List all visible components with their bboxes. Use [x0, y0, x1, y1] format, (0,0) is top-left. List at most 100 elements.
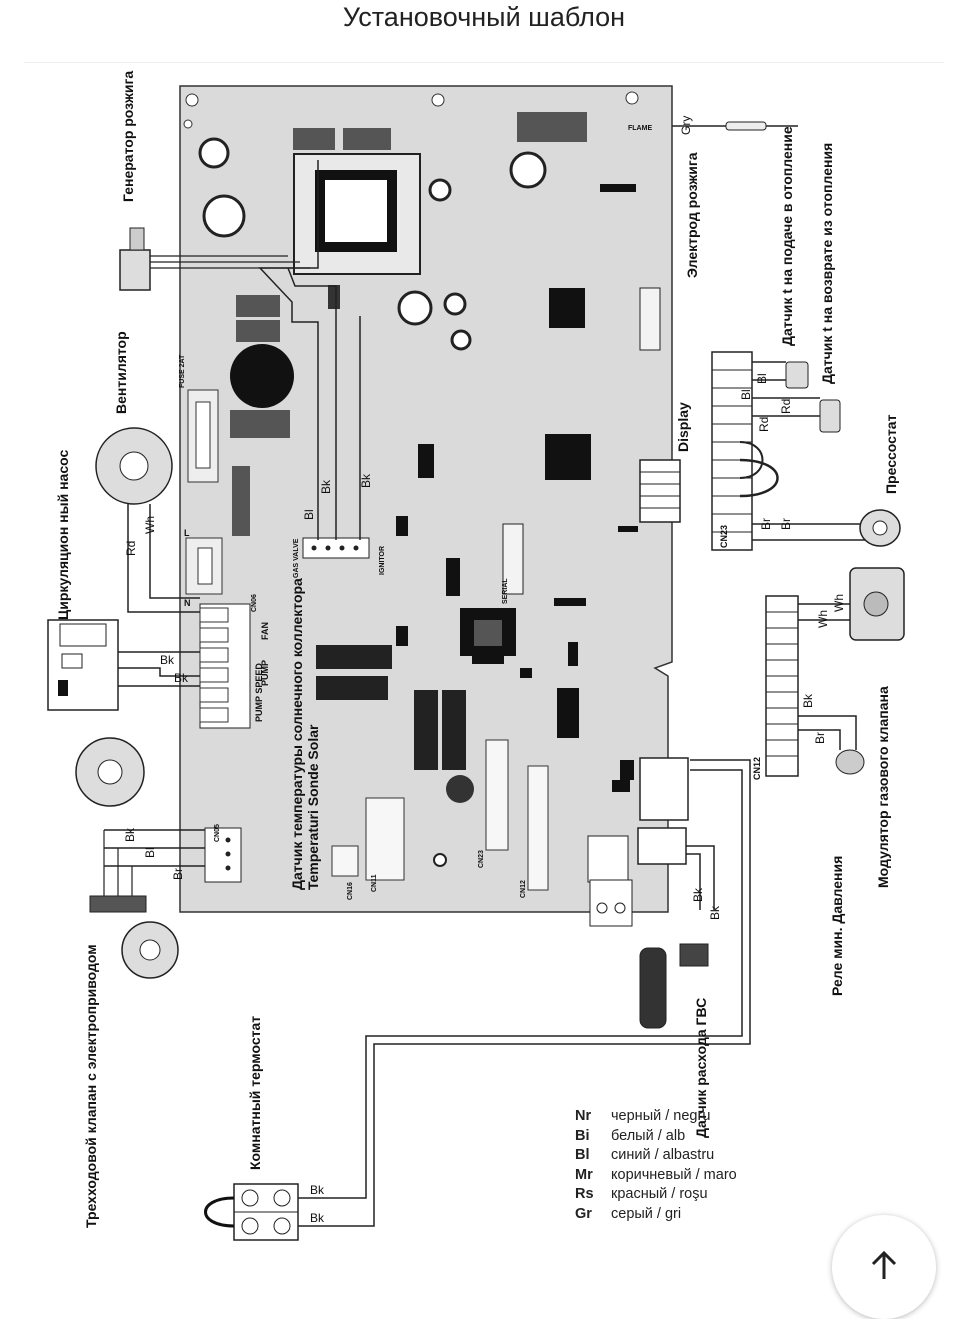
fan-label: Вентилятор — [113, 331, 129, 414]
ignitor-wire-bk: Bk — [359, 473, 373, 488]
mains-n-mark: N — [184, 598, 191, 608]
pressostat-wire-br-1: Br — [759, 518, 773, 530]
cn12-mark: CN12 — [752, 757, 762, 780]
pressostat-label: Прессостат — [883, 414, 899, 494]
ignitor-mark: IGNITOR — [379, 546, 386, 575]
return-sensor-wire-rd-1: Rd — [779, 399, 793, 414]
return-sensor — [819, 399, 841, 433]
ignition-electrode: FLAME Gry Электрод розжига — [628, 116, 798, 278]
solar-sensor-label: Датчик температуры солнечного коллектора — [289, 578, 305, 890]
display-label: Display — [675, 402, 691, 452]
gas-valve-mark: GAS VALVE — [293, 538, 300, 578]
flame-mark: FLAME — [628, 125, 652, 132]
room-thermostat-terminal — [204, 1183, 299, 1241]
display-connector — [639, 459, 681, 523]
modulator-wire-wh-2: Wh — [832, 594, 846, 612]
legend-row: Gr серый / gri — [575, 1206, 737, 1226]
legend-text: синий / albastru — [611, 1147, 715, 1163]
solar-sensor-label-2: Temperaturi Sonde Solar — [305, 724, 321, 890]
pump-wire-bk-2: Bk — [174, 671, 189, 685]
legend-code: Mr — [575, 1166, 593, 1183]
legend-row: Bl синий / albastru — [575, 1147, 737, 1167]
page-title: Установочный шаблон — [342, 2, 626, 32]
legend-row: Mr коричневый / maro — [575, 1167, 737, 1187]
cn23-mark: CN23 — [719, 525, 729, 548]
thermostat-wire-bk-1: Bk — [310, 1183, 325, 1197]
pump-mark: PUMP — [260, 660, 270, 686]
fan-pump-connector: CN06 FAN PUMP PUMP SPEED — [199, 594, 270, 729]
wiring-diagram: FUSE 2AT L N CN06 FAN PUMP PUMP SPEED CN… — [47, 71, 905, 1241]
scroll-to-top-button[interactable] — [832, 1215, 936, 1319]
flow-sensor — [785, 361, 809, 389]
cn16-mark: CN16 — [347, 882, 354, 900]
cn-pump-mark: CN06 — [251, 594, 258, 612]
legend-code: Rs — [575, 1186, 594, 1202]
gas-valve-wire-bk: Bk — [319, 479, 333, 494]
cn12-connector: CN12 — [752, 595, 799, 780]
ignition-generator-label: Генератор розжига — [120, 71, 136, 202]
fan-wire-wh: Wh — [143, 516, 157, 534]
cn12-board-mark: CN12 — [520, 880, 527, 898]
legend-row: Bi белый / alb — [575, 1128, 737, 1148]
fan-mark: FAN — [260, 622, 270, 640]
flow-sensor-wire-bl-1: Bl — [755, 373, 769, 384]
return-sensor-label: Датчик t на возврате из отопления — [819, 143, 835, 384]
legend-code: Gr — [575, 1205, 592, 1222]
legend-code: Bl — [575, 1147, 590, 1163]
dhw-wire-bk-1: Bk — [691, 887, 705, 902]
flow-sensor-wire-bl-2: Bl — [739, 389, 753, 400]
valve-wire-bk: Bk — [123, 827, 137, 842]
pump-wire-bk-1: Bk — [160, 653, 175, 667]
cn-valve-mark: CN05 — [214, 824, 221, 842]
valve-wire-bl: Bl — [143, 847, 157, 858]
legend-row: Nr черный / negru — [575, 1108, 737, 1128]
gas-valve-modulator — [849, 567, 905, 641]
min-pressure-relay-label: Реле мин. Давления — [829, 856, 845, 996]
flow-sensor-label: Датчик t на подаче в отопление — [779, 126, 795, 346]
modulator-wire-wh-1: Wh — [816, 610, 830, 628]
serial-mark: SERIAL — [502, 578, 509, 604]
legend-text: черный / negru — [611, 1108, 711, 1124]
color-legend: Nr черный / negru Bi белый / alb Bl синий /… — [575, 1108, 737, 1225]
legend-code: Bi — [575, 1127, 590, 1144]
valve-connector: CN05 — [204, 824, 242, 883]
legend-text: белый / alb — [611, 1127, 686, 1144]
legend-text: красный / roşu — [611, 1186, 708, 1202]
valve-wire-br: Br — [171, 868, 185, 880]
legend-row: Rs красный / roşu — [575, 1186, 737, 1206]
gas-valve-connector: GAS VALVE IGNITOR — [293, 537, 386, 578]
min-pressure-wire-bk: Bk — [801, 693, 815, 708]
three-way-valve-label: Трехходовой клапан с электроприводом — [83, 944, 99, 1228]
room-thermostat-label: Комнатный термостат — [247, 1016, 263, 1170]
cn11-connector: CN11 — [365, 797, 405, 892]
legend-code: Nr — [575, 1108, 592, 1124]
fan — [95, 427, 173, 505]
fuse-mark: FUSE 2AT — [179, 354, 186, 388]
legend-text: серый / gri — [611, 1205, 682, 1222]
pump-speed-mark: PUMP SPEED — [254, 663, 264, 722]
thermostat-wire-bk-2: Bk — [310, 1211, 325, 1225]
ignition-generator — [119, 227, 151, 291]
three-way-valve — [89, 895, 179, 979]
fan-wire-rd: Rd — [124, 541, 138, 556]
min-pressure-wire-br: Br — [813, 732, 827, 744]
cn23-connector: CN23 — [711, 351, 779, 551]
legend-text: коричневый / maro — [611, 1166, 737, 1183]
arrow-up-icon — [871, 1250, 897, 1279]
circulation-pump-label: Циркуляцион ный насос — [55, 450, 71, 620]
min-pressure-relay — [835, 749, 865, 775]
dhw-flow-sensor — [639, 943, 709, 1029]
gas-modulator-label: Модулятор газового клапана — [875, 686, 891, 888]
pressostat-wire-br-2: Br — [779, 518, 793, 530]
pump-motor — [75, 737, 145, 807]
pressostat — [859, 509, 901, 547]
mains-l-mark: L — [184, 528, 190, 538]
flame-wire-gry: Gry — [679, 116, 693, 135]
cn11-mark: CN11 — [371, 874, 378, 892]
cn23-board-mark: CN23 — [478, 850, 485, 868]
control-board: FUSE 2AT L N CN06 FAN PUMP PUMP SPEED CN… — [150, 85, 689, 927]
circulation-pump-connector — [47, 619, 119, 711]
dhw-wire-bk-2: Bk — [708, 905, 722, 920]
dhw-flow-sensor-label: Датчик расхода ГВС — [693, 998, 709, 1138]
ignition-electrode-label: Электрод розжига — [684, 152, 700, 278]
